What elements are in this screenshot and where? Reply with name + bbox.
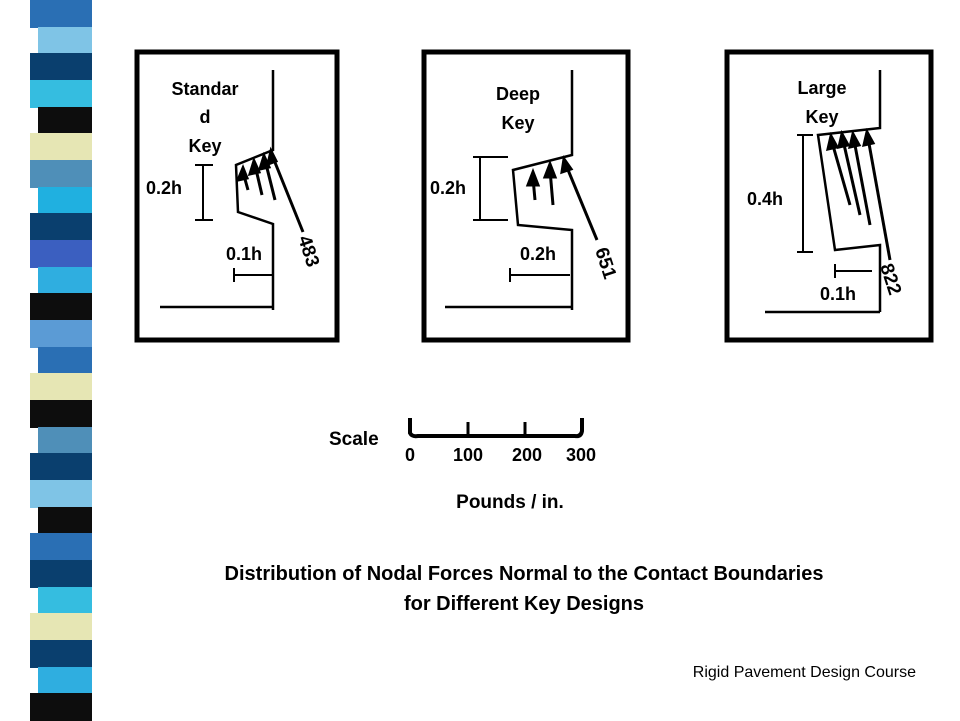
depth-dimension [473,156,508,221]
stripe-segment [38,426,100,455]
panel-standard-key: Standar d Key 0.2h 0.1h 483 [134,49,340,343]
panel-deep-key: Deep Key 0.2h 0.2h 651 [421,49,631,343]
stripe-segment [30,480,92,508]
stripe-segment [30,53,92,81]
stripe-segment [38,106,100,135]
scale-label: Scale [329,429,379,450]
depth-dimension [195,164,213,221]
depth-label: 0.4h [747,189,783,209]
key-profile-line [511,70,574,310]
panel-title-line: Standar [171,79,238,99]
stripe-segment [38,346,100,375]
offset-label: 0.1h [226,244,262,264]
depth-dimension [797,134,813,253]
stripe-segment [30,453,92,481]
force-value-label: 651 [590,245,620,282]
stripe-segment [30,693,92,721]
scale-tick-label: 200 [512,445,542,465]
stripe-segment [30,133,92,161]
scale-tick-label: 0 [405,445,415,465]
stripe-segment [30,0,92,28]
stripe-segment [30,320,92,348]
stripe-segment [30,80,92,108]
scale-tick-label: 100 [453,445,483,465]
stripe-bar-gap [92,0,108,720]
decorative-stripe-bar [30,0,100,721]
footer-course-name: Rigid Pavement Design Course [692,664,916,681]
offset-label: 0.2h [520,244,556,264]
stripe-segment [38,266,100,295]
stripe-segment [38,586,100,615]
stripe-segment [38,506,100,535]
key-profile-line [816,70,882,312]
force-arrows [525,155,599,241]
offset-dimension [233,268,273,282]
panel-frame [724,49,934,343]
offset-dimension [834,264,872,278]
scale-units: Pounds / in. [456,492,564,513]
offset-dimension [509,268,570,282]
caption-line: Distribution of Nodal Forces Normal to t… [225,563,824,585]
stripe-segment [38,186,100,215]
panel-title-line: Large [797,78,846,98]
stripe-segment [30,160,92,188]
depth-label: 0.2h [146,178,182,198]
key-profile-line [234,70,275,310]
scale-tick-label: 300 [566,445,596,465]
stripe-segment [30,213,92,241]
stripe-segment [30,533,92,561]
panel-frame [134,49,340,343]
panel-title-line: Deep [496,84,540,104]
panel-title-line: Key [805,107,838,127]
stripe-segment [30,293,92,321]
depth-label: 0.2h [430,178,466,198]
force-arrows [826,127,892,261]
panel-title-line: Key [188,136,221,156]
scale-bar-line [408,418,584,439]
stripe-segment [30,373,92,401]
stripe-segment [30,640,92,668]
stripe-segment [30,400,92,428]
stripe-segment [38,26,100,55]
scale-bar: Scale 0 100 200 300 Pounds / in. [329,418,596,513]
stripe-segment [30,613,92,641]
stripe-segment [30,240,92,268]
caption-line: for Different Key Designs [404,593,644,615]
force-arrows [235,146,305,233]
panel-title-line: Key [501,113,534,133]
stripe-segment [38,666,100,695]
panel-title-line: d [200,107,211,127]
offset-label: 0.1h [820,284,856,304]
stripe-segment [30,560,92,588]
force-value-label: 483 [293,233,323,270]
panel-large-key: Large Key 0.4h 0.1h 822 [724,49,934,343]
panel-frame [421,49,631,343]
